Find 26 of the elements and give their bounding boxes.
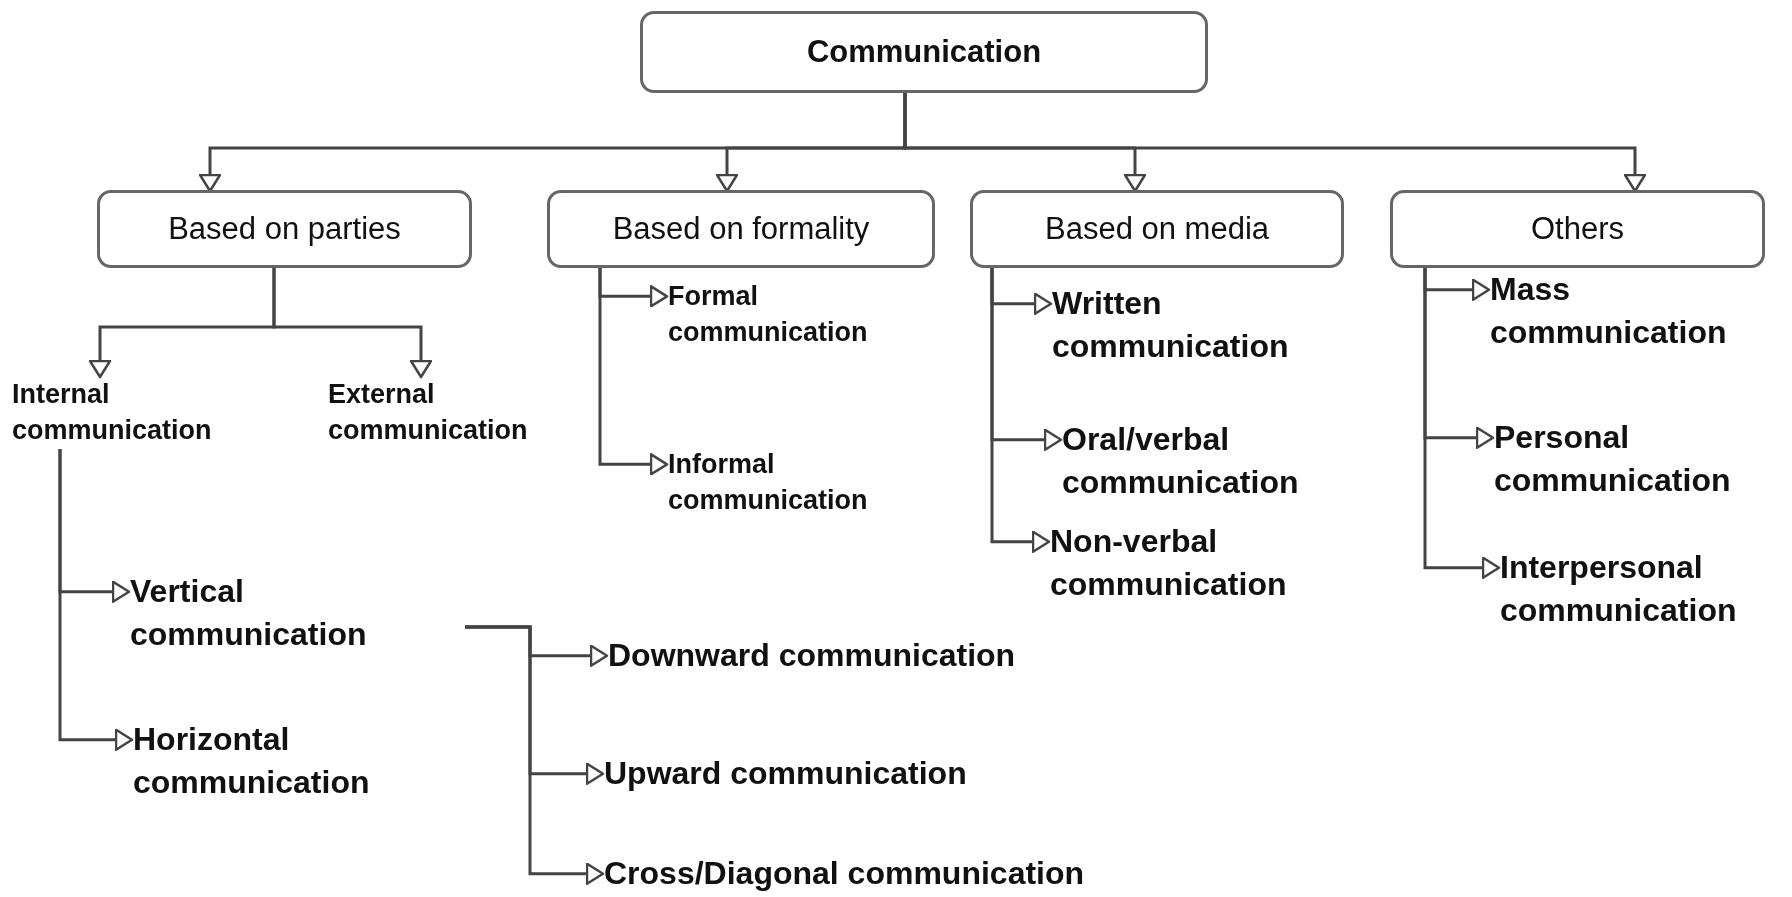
category-box: Based on parties [97, 190, 472, 268]
branch-label: Formal communication [668, 278, 918, 351]
arrow [990, 268, 1051, 553]
branch-label: Cross/Diagonal communication [604, 852, 1124, 896]
branch-label: External communication [328, 376, 578, 449]
branch-label: Downward communication [608, 634, 1128, 678]
branch-label: Interpersonal communication [1500, 546, 1790, 633]
branch-label: Internal communication [12, 376, 262, 449]
branch-label: Horizontal communication [133, 718, 423, 805]
arrow [598, 268, 669, 476]
root-box: Communication [640, 11, 1208, 93]
arrow [465, 625, 605, 885]
arrow [1423, 268, 1501, 579]
branch-label: Vertical communication [130, 570, 420, 657]
branch-label: Non-verbal communication [1050, 520, 1340, 607]
branch-label: Upward communication [604, 752, 1124, 796]
arrow [272, 268, 433, 379]
category-box: Based on media [970, 190, 1344, 268]
branch-label: Written communication [1052, 282, 1342, 369]
branch-label: Mass communication [1490, 268, 1780, 355]
arrow [58, 448, 134, 751]
branch-label: Oral/verbal communication [1062, 418, 1352, 505]
branch-label: Personal communication [1494, 416, 1784, 503]
category-box: Others [1390, 190, 1765, 268]
branch-label: Informal communication [668, 446, 918, 519]
category-box: Based on formality [547, 190, 935, 268]
